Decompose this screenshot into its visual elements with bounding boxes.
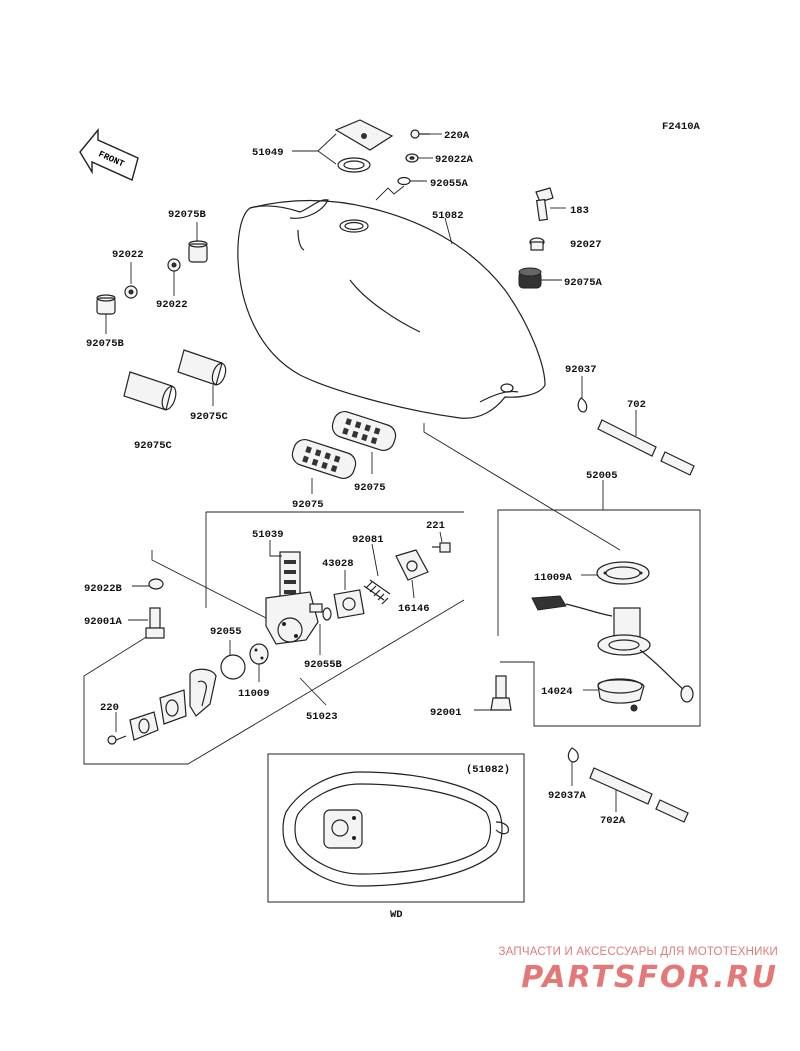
- collar-92027: [529, 237, 545, 251]
- label-11009A: 11009A: [534, 572, 573, 584]
- label-92075A: 92075A: [564, 277, 603, 289]
- front-arrow-icon: FRONT: [79, 128, 139, 181]
- label-92037A: 92037A: [548, 790, 587, 802]
- hose-702A: [589, 767, 689, 823]
- label-92055: 92055: [210, 626, 242, 638]
- clamp-92037: [577, 397, 588, 413]
- label-92075C-left: 92075C: [134, 440, 173, 452]
- label-92075C-right: 92075C: [190, 411, 229, 423]
- screw-221: [432, 542, 451, 553]
- label-51039: 51039: [252, 529, 284, 541]
- label-92075-a: 92075: [292, 499, 324, 511]
- lever-knob: [129, 711, 159, 741]
- label-51023: 51023: [306, 711, 338, 723]
- label-220A: 220A: [444, 130, 470, 142]
- clamp-92037A: [567, 747, 579, 763]
- wd-label: WD: [390, 909, 403, 921]
- spring-92081: [363, 579, 391, 605]
- label-51049: 51049: [252, 147, 284, 159]
- oring-92055: [220, 654, 246, 680]
- label-702: 702: [627, 399, 646, 411]
- gasket-11009: [249, 643, 269, 665]
- label-221: 221: [426, 520, 445, 532]
- label-92001A: 92001A: [84, 616, 123, 628]
- cover-16146: [395, 549, 429, 581]
- hose-702: [597, 419, 695, 476]
- watermark-logo: PARTSFOR.RU: [521, 960, 778, 995]
- label-51082: 51082: [432, 210, 464, 222]
- label-92055A: 92055A: [430, 178, 469, 190]
- diaphragm-43028: [333, 589, 365, 619]
- wd-inset-frame: [267, 753, 525, 903]
- label-11009: 11009: [238, 688, 270, 700]
- label-92022A: 92022A: [435, 154, 474, 166]
- label-92075B-top: 92075B: [168, 209, 207, 221]
- label-183: 183: [570, 205, 589, 217]
- label-16146: 16146: [398, 603, 430, 615]
- screw-220A: [410, 129, 430, 139]
- watermark: ЗАПЧАСТИ И АКСЕССУАРЫ ДЛЯ МОТОТЕХНИКИ PA…: [458, 946, 778, 995]
- label-92037: 92037: [565, 364, 597, 376]
- wd-tank-top-view: [282, 771, 509, 887]
- lever-washer: [159, 689, 187, 725]
- label-52005: 52005: [586, 470, 618, 482]
- label-92081: 92081: [352, 534, 384, 546]
- fitting-92001: [490, 675, 512, 711]
- label-92055B: 92055B: [304, 659, 343, 671]
- label-92001: 92001: [430, 707, 462, 719]
- cap-plate: [334, 119, 394, 173]
- figure-code: F2410A: [662, 121, 701, 133]
- damper-92075B-left: [96, 294, 116, 315]
- oring-92055B: [322, 607, 332, 621]
- washer-92022A: [405, 153, 419, 163]
- oring-92055A: [397, 176, 411, 186]
- damper-92075-left: [291, 439, 357, 479]
- label-14024: 14024: [541, 686, 573, 698]
- collar-92075C-left: [123, 371, 177, 411]
- label-43028: 43028: [322, 558, 354, 570]
- collar-92075C-right: [177, 349, 227, 386]
- band-14024: [597, 678, 645, 712]
- watermark-caption: ЗАПЧАСТИ И АКСЕССУАРЫ ДЛЯ МОТОТЕХНИКИ: [498, 946, 778, 958]
- damper-92075-right: [331, 411, 397, 451]
- label-92075B-left: 92075B: [86, 338, 125, 350]
- damper-92075A: [518, 267, 542, 289]
- bolt-92001A: [145, 607, 165, 639]
- label-220: 220: [100, 702, 119, 714]
- petcock-body: [265, 591, 323, 645]
- bolt-183: [535, 187, 554, 222]
- wd-ref: (51082): [466, 764, 510, 776]
- label-92022-top: 92022: [112, 249, 144, 261]
- screw-220: [107, 735, 127, 745]
- label-92022-bot: 92022: [156, 299, 188, 311]
- lever-plate: [189, 668, 217, 717]
- washer-92022B: [148, 578, 164, 590]
- label-702A: 702A: [600, 815, 626, 827]
- label-92027: 92027: [570, 239, 602, 251]
- damper-92075B-top: [188, 240, 208, 263]
- label-92022B: 92022B: [84, 583, 123, 595]
- fuel-tank: [237, 199, 546, 419]
- gasket-11009A: [596, 561, 650, 585]
- label-92075-b: 92075: [354, 482, 386, 494]
- fuel-pump: [531, 595, 694, 703]
